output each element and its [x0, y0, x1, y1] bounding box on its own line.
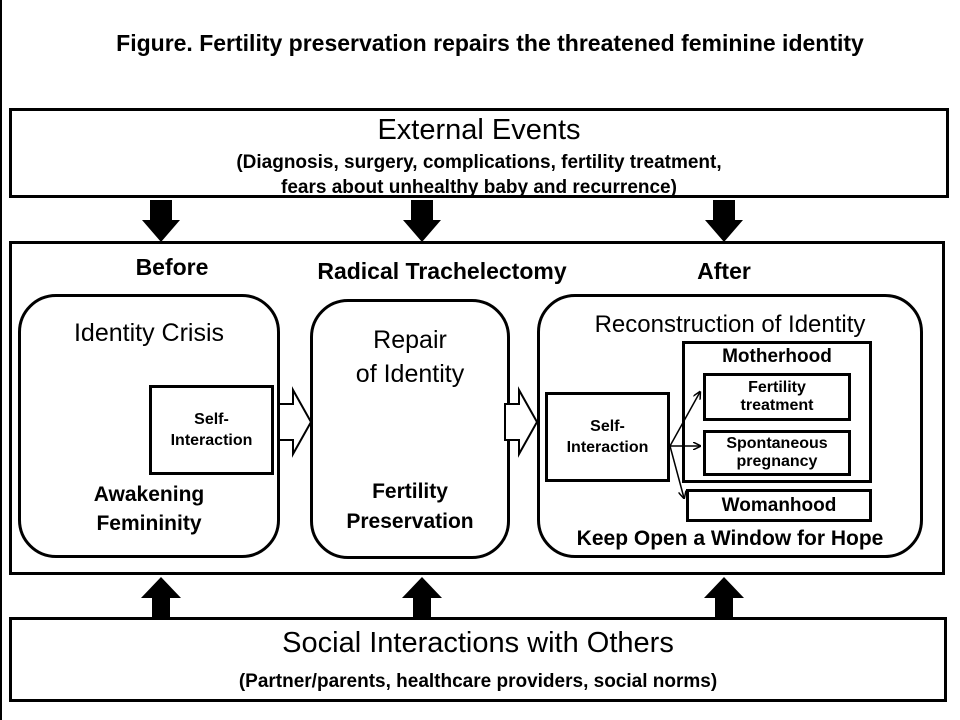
social-interactions-detail: (Partner/parents, healthcare providers, … [238, 671, 718, 692]
repair-footer-line1: Fertility [372, 480, 448, 503]
crisis-footer-line2: Femininity [96, 512, 202, 535]
social-interactions-box: Social Interactions with Others (Partner… [9, 617, 947, 702]
process-box: Before Radical Trachelectomy After Ident… [9, 241, 945, 575]
fertility-treatment-box: Fertility treatment [703, 373, 851, 421]
left-border-rule [0, 0, 2, 720]
identity-crisis-box: Identity Crisis Self- Interaction Awaken… [18, 294, 280, 558]
reconstruction-footer: Keep Open a Window for Hope [576, 527, 884, 550]
link-arrow-to-fertility-treatment [669, 392, 700, 447]
up-arrow-before [141, 577, 181, 617]
transition-arrow-crisis-to-repair [278, 386, 313, 458]
down-arrow-before [142, 200, 180, 242]
figure-title: Figure. Fertility preservation repairs t… [116, 30, 864, 56]
down-arrow-after [705, 200, 743, 242]
crisis-self-interaction-line1: Self- [194, 411, 229, 428]
fertility-treatment-line2: treatment [740, 397, 814, 414]
crisis-footer-line1: Awakening [93, 483, 205, 506]
external-events-detail-line2: fears about unhealthy baby and recurrenc… [281, 177, 677, 198]
after-self-interaction-box: Self- Interaction [545, 392, 670, 482]
transition-arrow-repair-to-reconstruction [504, 386, 539, 458]
motherhood-box: Motherhood Fertility treatment Spontaneo… [682, 341, 872, 483]
phase-middle-label: Radical Trachelectomy [317, 258, 567, 284]
social-interactions-heading: Social Interactions with Others [282, 627, 674, 659]
after-self-interaction-line1: Self- [590, 418, 625, 435]
spontaneous-pregnancy-box: Spontaneous pregnancy [703, 430, 851, 476]
down-arrow-middle [403, 200, 441, 242]
reconstruction-heading: Reconstruction of Identity [594, 311, 866, 338]
repair-identity-box: Repair of Identity Fertility Preservatio… [310, 299, 510, 559]
up-arrow-after [704, 577, 744, 617]
external-events-detail-line1: (Diagnosis, surgery, complications, fert… [236, 152, 722, 173]
motherhood-label: Motherhood [722, 346, 832, 367]
up-arrow-middle [402, 577, 442, 617]
identity-crisis-heading: Identity Crisis [73, 319, 225, 347]
repair-footer-line2: Preservation [346, 510, 474, 533]
womanhood-box: Womanhood [686, 489, 872, 522]
crisis-self-interaction-box: Self- Interaction [149, 385, 274, 475]
spontaneous-pregnancy-line1: Spontaneous [726, 435, 828, 452]
phase-before-label: Before [135, 254, 209, 280]
spontaneous-pregnancy-line2: pregnancy [736, 453, 818, 470]
phase-after-label: After [697, 258, 751, 284]
womanhood-label: Womanhood [721, 494, 837, 516]
reconstruction-box: Reconstruction of Identity Self- Interac… [537, 294, 923, 558]
fertility-treatment-line1: Fertility [748, 379, 806, 396]
crisis-self-interaction-line2: Interaction [170, 432, 253, 449]
repair-heading-line2: of Identity [355, 360, 465, 388]
after-self-interaction-line2: Interaction [566, 439, 649, 456]
repair-heading-line1: Repair [373, 326, 447, 354]
external-events-heading: External Events [377, 114, 581, 146]
link-arrow-to-womanhood [669, 445, 684, 498]
external-events-box: External Events (Diagnosis, surgery, com… [9, 108, 949, 198]
